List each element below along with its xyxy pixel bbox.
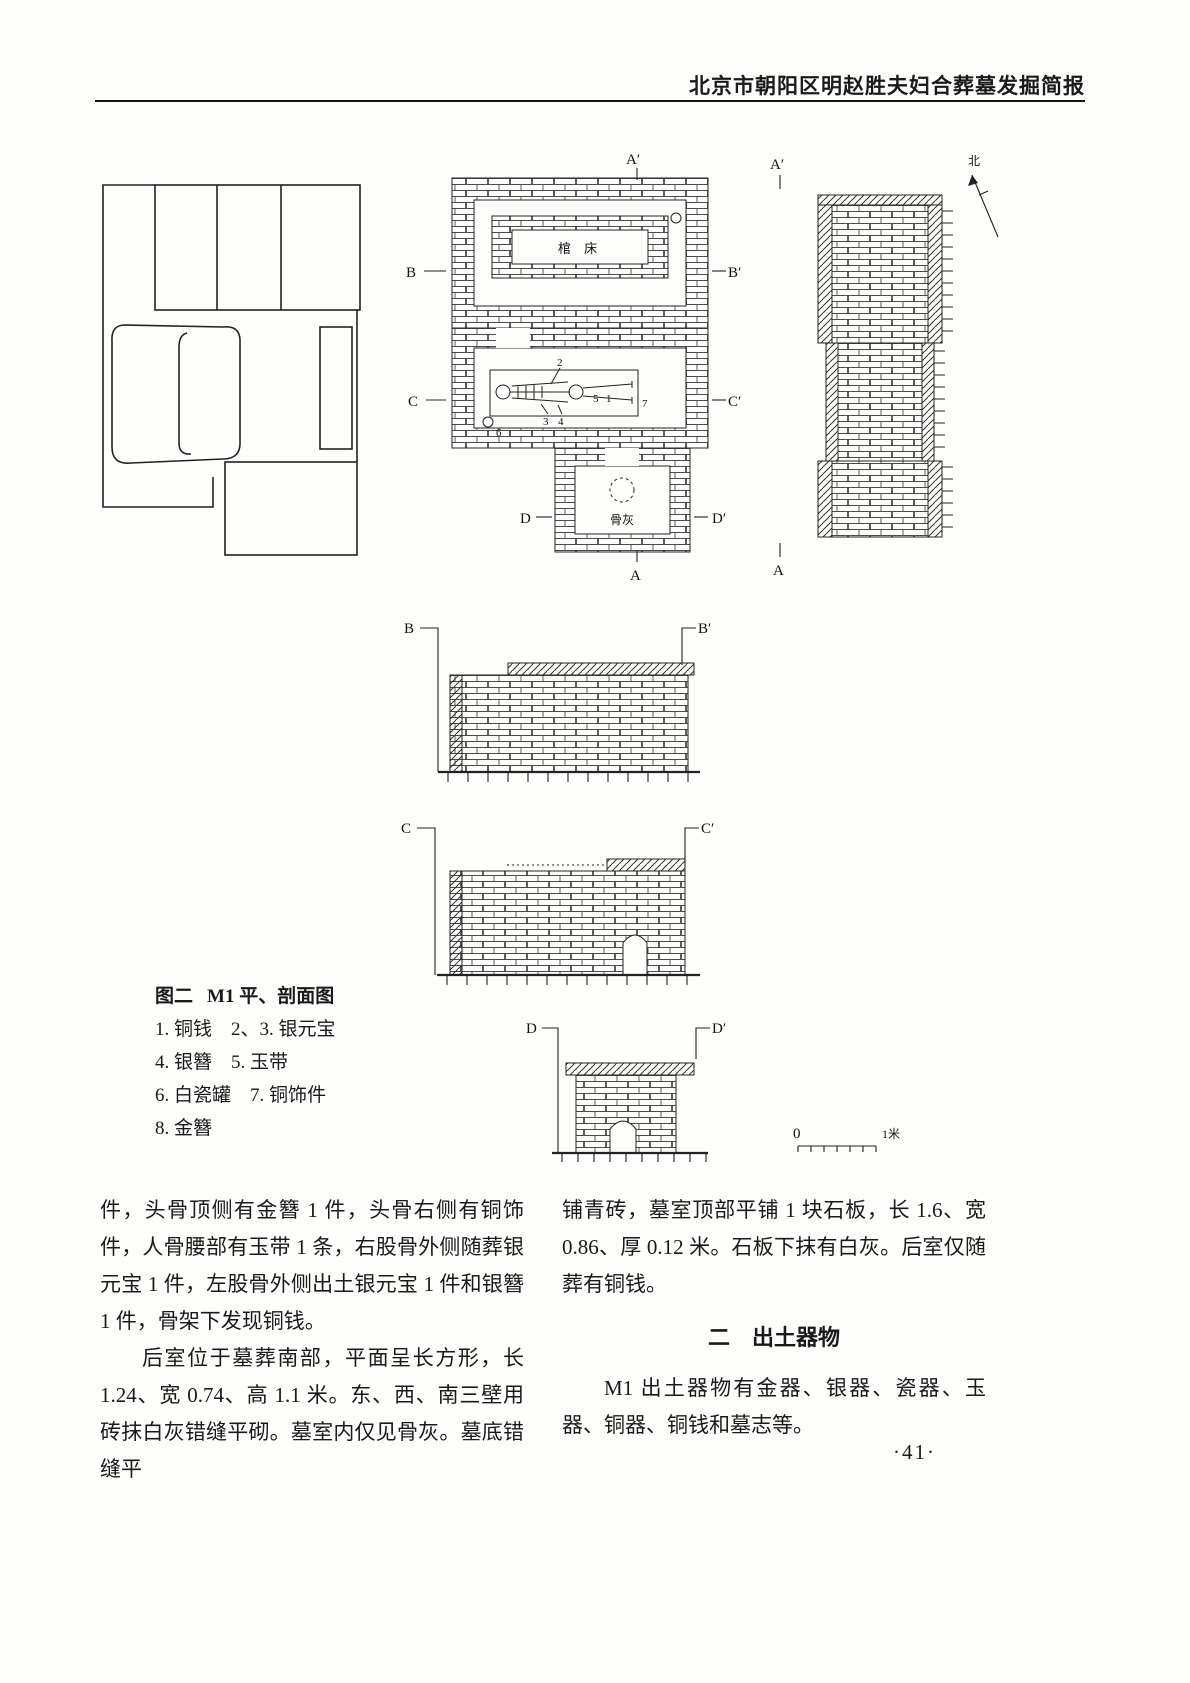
tomb-side-elevation-drawing: A′ A 北 bbox=[770, 154, 999, 579]
figure-number-label: 图二 bbox=[155, 986, 194, 1007]
wall-edge bbox=[449, 674, 463, 773]
lintel-slab bbox=[507, 662, 695, 676]
section-bracket bbox=[420, 627, 439, 772]
tomb-plan-drawing: A′ A B B′ C C′ D D′ 棺 床 bbox=[406, 152, 741, 584]
ground-ticks bbox=[561, 1153, 707, 1162]
arched-doorway bbox=[622, 934, 648, 976]
skeleton-sketch bbox=[495, 381, 633, 404]
find-number-6: 6 bbox=[496, 427, 502, 439]
scale-one-meter-label: 1米 bbox=[882, 1127, 900, 1141]
section-bracket bbox=[542, 1027, 559, 1153]
section-label-b: B bbox=[404, 621, 414, 637]
elevation-ticks bbox=[934, 210, 953, 528]
find-number-1: 1 bbox=[606, 393, 612, 405]
front-chamber: 棺 床 bbox=[451, 177, 709, 329]
plan-label-c-prime: C′ bbox=[728, 394, 741, 410]
brick-wall bbox=[449, 870, 686, 976]
plan-label-d: D bbox=[520, 511, 531, 527]
section-label-d: D bbox=[526, 1021, 537, 1037]
find-number-7: 7 bbox=[642, 398, 648, 410]
paragraph: 铺青砖，墓室顶部平铺 1 块石板，长 1.6、宽 0.86、厚 0.12 米。石… bbox=[562, 1198, 986, 1296]
plan-label-d-prime: D′ bbox=[712, 511, 726, 527]
plan-label-a-prime: A′ bbox=[626, 152, 640, 168]
section-label-d-prime: D′ bbox=[712, 1021, 726, 1037]
section-label-c: C bbox=[401, 821, 411, 837]
body-right-column: 铺青砖，墓室顶部平铺 1 块石板，长 1.6、宽 0.86、厚 0.12 米。石… bbox=[562, 1192, 986, 1444]
doorway-gap bbox=[496, 328, 530, 348]
stone-slab bbox=[565, 1062, 695, 1076]
header-rule bbox=[95, 100, 1085, 102]
section-label-b-prime: B′ bbox=[698, 621, 711, 637]
find-circle bbox=[670, 212, 682, 224]
excavation-pit-plan-drawing bbox=[102, 184, 361, 556]
elevation-label-a: A bbox=[773, 563, 784, 579]
plan-label-b: B bbox=[406, 265, 416, 281]
paragraph: 件，头骨顶侧有金簪 1 件，头骨右侧有铜饰件，人骨腰部有玉带 1 条，右股骨外侧… bbox=[100, 1198, 524, 1333]
ground-ticks bbox=[446, 975, 688, 985]
scale-ticks bbox=[797, 1146, 877, 1152]
section-bracket bbox=[684, 827, 699, 867]
leader-lines bbox=[540, 367, 563, 415]
elevation-label-a-prime: A′ bbox=[770, 157, 784, 173]
rear-chamber: 骨灰 bbox=[554, 447, 691, 553]
figure-legend-line: 4. 银簪 5. 玉带 bbox=[155, 1052, 289, 1073]
section-bracket bbox=[417, 827, 436, 975]
ash-circle bbox=[609, 477, 635, 503]
plan-label-a: A bbox=[630, 568, 641, 584]
section-bb-drawing: B B′ bbox=[404, 621, 711, 782]
figure-legend-line: 8. 金簪 bbox=[155, 1118, 213, 1139]
section-dd-drawing: D D′ bbox=[526, 1021, 726, 1162]
find-number-2: 2 bbox=[557, 357, 563, 369]
paragraph: M1 出土器物有金器、银器、瓷器、玉器、铜器、铜钱和墓志等。 bbox=[562, 1376, 986, 1437]
find-number-5: 5 bbox=[593, 393, 599, 405]
figure-legend-line: 1. 铜钱 2、3. 银元宝 bbox=[155, 1019, 336, 1040]
figure-legend-line: 6. 白瓷罐 7. 铜饰件 bbox=[155, 1085, 327, 1106]
wall-edge bbox=[449, 870, 463, 976]
figure-caption: 图二 M1 平、剖面图 1. 铜钱 2、3. 银元宝 4. 银簪 5. 玉带 6.… bbox=[155, 980, 435, 1145]
middle-chamber: 2 3 4 5 1 7 6 bbox=[451, 327, 709, 449]
scale-bar: 0 1米 bbox=[793, 1126, 900, 1152]
figure-title: M1 平、剖面图 bbox=[207, 986, 335, 1007]
section-heading: 二 出土器物 bbox=[707, 1325, 840, 1350]
brick-wall bbox=[449, 674, 689, 773]
section-label-c-prime: C′ bbox=[701, 821, 714, 837]
find-number-3: 3 bbox=[543, 416, 549, 428]
white-porcelain-jar-circle bbox=[482, 416, 494, 428]
elevation-blocks bbox=[817, 194, 943, 538]
paragraph: 后室位于墓葬南部，平面呈长方形，长 1.24、宽 0.74、高 1.1 米。东、… bbox=[100, 1346, 524, 1481]
north-label: 北 bbox=[968, 154, 980, 168]
pit-outline bbox=[102, 184, 361, 556]
find-number-4: 4 bbox=[558, 416, 564, 428]
plan-label-b-prime: B′ bbox=[728, 265, 741, 281]
stone-slab bbox=[606, 858, 686, 872]
body-left-column: 件，头骨顶侧有金簪 1 件，头骨右侧有铜饰件，人骨腰部有玉带 1 条，右股骨外侧… bbox=[100, 1192, 524, 1488]
section-cc-drawing: C C′ bbox=[401, 821, 714, 985]
ground-ticks bbox=[447, 772, 689, 782]
page-title: 北京市朝阳区明赵胜夫妇合葬墓发掘简报 bbox=[689, 74, 1085, 98]
page-number: ·41· bbox=[893, 1440, 936, 1464]
section-bracket bbox=[681, 627, 696, 665]
ash-label: 骨灰 bbox=[610, 513, 634, 527]
coffin-trace bbox=[489, 369, 639, 417]
scale-zero-label: 0 bbox=[793, 1126, 801, 1142]
coffin-bed-label: 棺 床 bbox=[558, 241, 602, 256]
doorway-gap bbox=[605, 448, 639, 466]
plan-label-c: C bbox=[408, 394, 418, 410]
arched-niche bbox=[609, 1120, 637, 1154]
north-arrow: 北 bbox=[968, 154, 999, 238]
section-bracket bbox=[695, 1027, 710, 1059]
